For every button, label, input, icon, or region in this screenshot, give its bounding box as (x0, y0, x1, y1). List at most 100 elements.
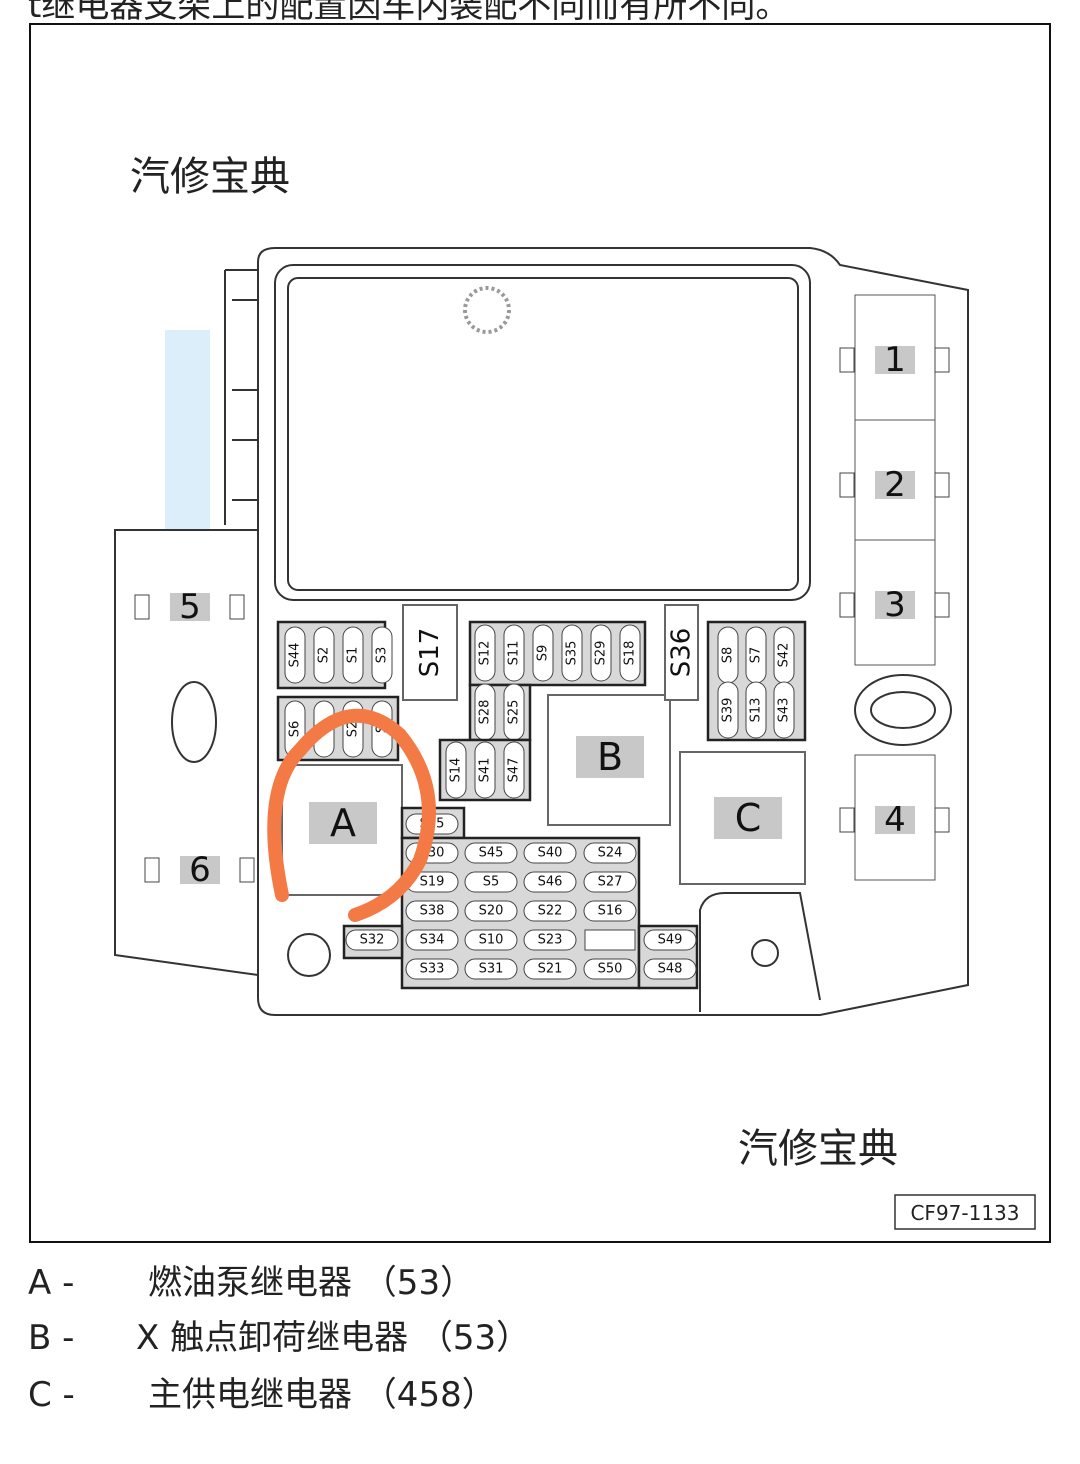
fuse-label: S36 (667, 628, 697, 678)
fuse-label: S33 (420, 962, 445, 977)
relay-c: C (679, 751, 806, 885)
vent-holes (463, 286, 511, 334)
watermark-bottom: 汽修宝典 (738, 1126, 898, 1172)
fuse-label: S6 (288, 721, 303, 738)
relay-slot-number: 1 (884, 340, 906, 380)
fuse-s11: S11 (503, 624, 525, 682)
fuse-s17: S17 (402, 604, 458, 701)
figure-frame (29, 23, 1051, 1243)
fuse-s45: S45 (464, 842, 518, 864)
fuse-s50: S50 (583, 958, 637, 980)
fuse-label: S21 (538, 962, 563, 977)
legend-text: X 触点卸荷继电器 （53） (136, 1318, 531, 1358)
fuse-label: S41 (478, 758, 493, 783)
fuse-label: S28 (478, 700, 493, 725)
svg-text:汽修宝典: 汽修宝典 (130, 154, 290, 200)
fuse-label: S49 (658, 933, 683, 948)
fuse-s28: S28 (474, 683, 496, 741)
legend-letter: C - (28, 1375, 75, 1415)
fuse-s36: S36 (664, 604, 699, 701)
fuse-s38: S38 (405, 900, 459, 922)
fuse-s27: S27 (583, 871, 637, 893)
fuse-s34: S34 (405, 929, 459, 951)
svg-text:汽修宝典: 汽修宝典 (738, 1126, 898, 1172)
relay-slot-number: 5 (179, 587, 201, 627)
fuse-s1: S1 (342, 626, 364, 684)
empty-fuse-slot (584, 929, 636, 951)
fuse-s10: S10 (464, 929, 518, 951)
legend-item-a: A -燃油泵继电器 （53） (28, 1255, 474, 1304)
fuse-label: S10 (479, 933, 504, 948)
fuse-label: S16 (598, 904, 623, 919)
fuse-s21: S21 (523, 958, 577, 980)
annotation-circle (267, 708, 436, 922)
fuse-s49: S49 (643, 929, 697, 951)
figure-code: CF97-1133 (910, 1201, 1019, 1225)
fuse-s47: S47 (503, 741, 525, 799)
fuse-s40: S40 (523, 842, 577, 864)
fuse-s39: S39 (717, 681, 739, 739)
relay-slot-4: 4 (839, 754, 950, 881)
fuse-s9: S9 (532, 624, 554, 682)
fuse-label: S25 (507, 700, 522, 725)
fuse-label: S35 (565, 641, 580, 666)
fuse-label: S18 (623, 641, 638, 666)
relay-letter: C (735, 796, 762, 840)
figure-code-box (894, 1194, 1036, 1230)
fuse-label: S2 (317, 647, 332, 664)
fuse-label: S24 (598, 846, 623, 861)
fuse-s31: S31 (464, 958, 518, 980)
header-text: t继电器支架上的配置因车内装配不同而有所不同。 (28, 0, 790, 26)
fuse-s2: S2 (313, 626, 335, 684)
fuse-label: S19 (420, 875, 445, 890)
fuse-s3: S3 (371, 626, 393, 684)
fuse-label: S22 (538, 904, 563, 919)
legend-item-b: B -X 触点卸荷继电器 （53） (28, 1310, 530, 1359)
fuse-label: S5 (483, 875, 500, 890)
fuse-label: S27 (598, 875, 623, 890)
fuse-block (468, 620, 647, 687)
fuse-s14: S14 (445, 741, 467, 799)
fuse-label: S2 (346, 721, 361, 738)
fuse-label: S17 (415, 628, 445, 678)
relay-slot-number: 4 (884, 800, 906, 840)
fuse-s13: S13 (745, 681, 767, 739)
fuse-label: S3 (375, 647, 390, 664)
fuse-label: S45 (479, 846, 504, 861)
fuse-s32: S32 (345, 929, 399, 951)
fuse-s7: S7 (745, 626, 767, 684)
fuse-s19: S19 (405, 871, 459, 893)
fuse-label: S38 (420, 904, 445, 919)
fuse-label: S29 (594, 641, 609, 666)
fuse-label: S43 (777, 698, 792, 723)
fuse-s41: S41 (474, 741, 496, 799)
fuse-label: S14 (449, 758, 464, 783)
relay-slot-3: 3 (839, 539, 950, 666)
fuse-label: S48 (658, 962, 683, 977)
fuse-s35: S35 (561, 624, 583, 682)
fuse-label: S50 (598, 962, 623, 977)
fuse-label: S42 (777, 643, 792, 668)
fuse-s23: S23 (523, 929, 577, 951)
fuse-label: S40 (538, 846, 563, 861)
fuse-s33: S33 (405, 958, 459, 980)
fuse-label: S34 (420, 933, 445, 948)
fuse-s5: S5 (464, 871, 518, 893)
fuse-label: S39 (721, 698, 736, 723)
fuse-s12: S12 (474, 624, 496, 682)
fuse-label: S9 (536, 645, 551, 662)
fuse-label: S11 (507, 641, 522, 666)
fuse-label: S13 (749, 698, 764, 723)
fuse-s8: S8 (717, 626, 739, 684)
fuse-s29: S29 (590, 624, 612, 682)
fuse-label: S12 (478, 641, 493, 666)
relay-slot-number: 3 (884, 585, 906, 625)
fuse-s24: S24 (583, 842, 637, 864)
fuse-label: S44 (288, 643, 303, 668)
fuse-s48: S48 (643, 958, 697, 980)
relay-slot-number: 6 (189, 850, 211, 890)
fuse-label: S23 (538, 933, 563, 948)
fuse-label: S8 (721, 647, 736, 664)
